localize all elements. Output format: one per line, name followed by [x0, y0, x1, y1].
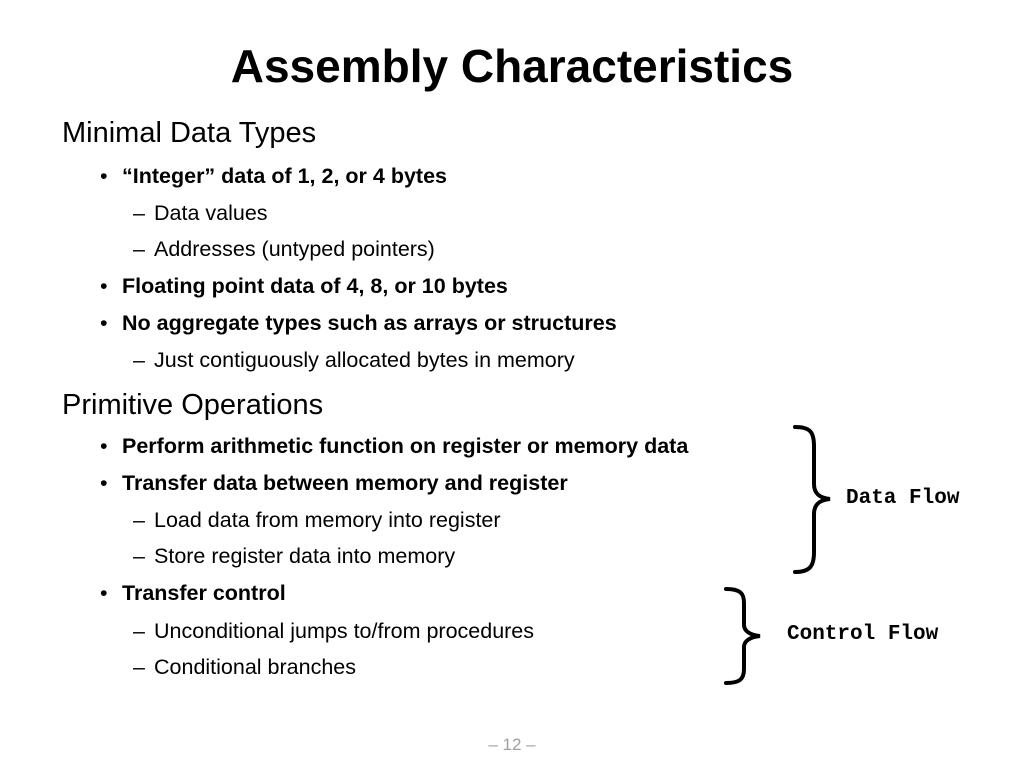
dash-icon: –	[133, 237, 145, 261]
subitem-load-data: –Load data from memory into register	[133, 507, 501, 533]
dash-icon: –	[133, 655, 145, 679]
bullet-no-aggregate: • No aggregate types such as arrays or st…	[100, 310, 617, 336]
data-flow-brace-icon	[793, 425, 831, 574]
subitem-unconditional-jumps: –Unconditional jumps to/from procedures	[133, 618, 534, 644]
bullet-transfer-control: • Transfer control	[100, 580, 286, 606]
section-heading-primitive-operations: Primitive Operations	[62, 389, 324, 421]
subitem-store-data: –Store register data into memory	[133, 543, 455, 569]
bullet-text: Floating point data of 4, 8, or 10 bytes	[122, 274, 508, 298]
control-flow-brace-icon	[724, 587, 761, 685]
bullet-text: Transfer control	[122, 581, 286, 605]
dash-icon: –	[133, 544, 145, 568]
bullet-icon: •	[100, 471, 108, 495]
bullet-icon: •	[100, 581, 108, 605]
bullet-perform-arithmetic: • Perform arithmetic function on register…	[100, 433, 688, 459]
subitem-data-values: –Data values	[133, 200, 268, 226]
subitem-conditional-branches: –Conditional branches	[133, 654, 356, 680]
subitem-text: Conditional branches	[154, 655, 356, 679]
subitem-text: Load data from memory into register	[154, 508, 501, 532]
section-heading-minimal-data-types: Minimal Data Types	[62, 117, 317, 149]
bullet-icon: •	[100, 311, 108, 335]
subitem-text: Store register data into memory	[154, 544, 456, 568]
bullet-floating-point: • Floating point data of 4, 8, or 10 byte…	[100, 273, 508, 299]
bullet-icon: •	[100, 274, 108, 298]
bullet-integer-data: • “Integer” data of 1, 2, or 4 bytes	[100, 163, 447, 189]
subitem-contiguous-bytes: –Just contiguously allocated bytes in me…	[133, 347, 575, 373]
bullet-icon: •	[100, 164, 108, 188]
bullet-icon: •	[100, 434, 108, 458]
subitem-addresses: –Addresses (untyped pointers)	[133, 236, 435, 262]
subitem-text: Addresses (untyped pointers)	[154, 237, 435, 261]
slide-title: Assembly Characteristics	[230, 40, 794, 92]
subitem-text: Unconditional jumps to/from procedures	[154, 619, 535, 643]
page-number: – 12 –	[488, 735, 536, 754]
bullet-text: No aggregate types such as arrays or str…	[122, 311, 617, 335]
bullet-text: Transfer data between memory and registe…	[122, 471, 568, 495]
data-flow-label: Data Flow	[846, 487, 960, 510]
dash-icon: –	[133, 348, 145, 372]
control-flow-label: Control Flow	[787, 623, 939, 646]
dash-icon: –	[133, 201, 145, 225]
bullet-transfer-data: • Transfer data between memory and regist…	[100, 470, 568, 496]
bullet-text: Perform arithmetic function on register …	[122, 434, 689, 458]
subitem-text: Data values	[154, 201, 268, 225]
dash-icon: –	[133, 619, 145, 643]
bullet-text: “Integer” data of 1, 2, or 4 bytes	[122, 164, 447, 188]
subitem-text: Just contiguously allocated bytes in mem…	[154, 348, 575, 372]
dash-icon: –	[133, 508, 145, 532]
